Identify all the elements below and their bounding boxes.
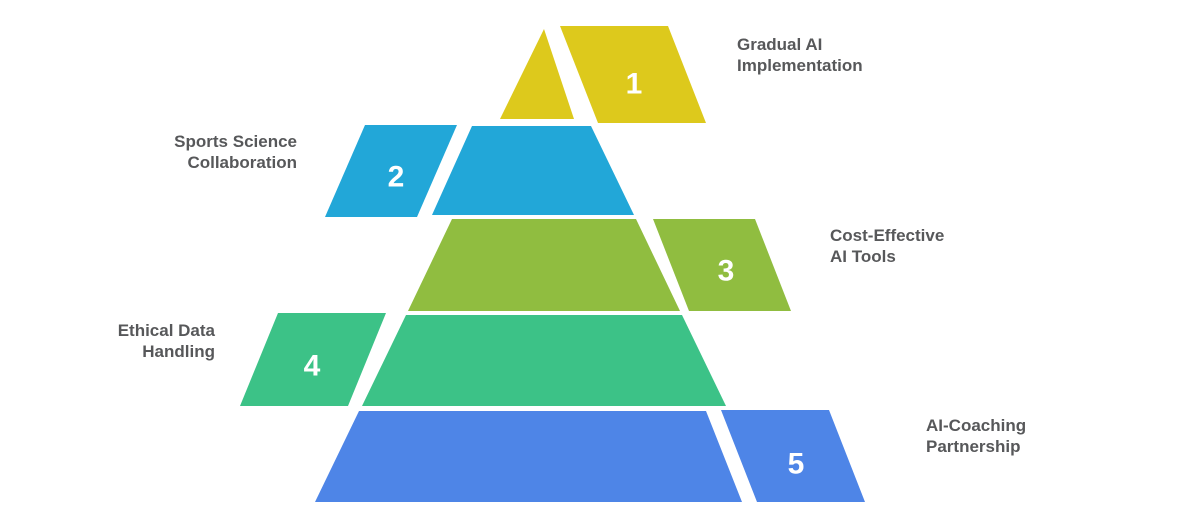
level-3-label-line-2: AI Tools: [830, 247, 896, 266]
level-2-label: Sports Science Collaboration: [117, 131, 297, 173]
level-5-band: [315, 411, 742, 502]
level-4-label: Ethical Data Handling: [35, 320, 215, 362]
level-1-label-line-2: Implementation: [737, 56, 863, 75]
level-3-label: Cost-Effective AI Tools: [830, 225, 944, 267]
level-5-label: AI-Coaching Partnership: [926, 415, 1026, 457]
level-5-tag: [721, 410, 865, 502]
level-4-tag: [240, 313, 386, 406]
level-4-band: [362, 315, 726, 406]
level-1-number: 1: [626, 68, 643, 101]
level-4-label-line-1: Ethical Data: [117, 321, 215, 340]
level-1-label-line-1: Gradual AI: [737, 35, 823, 54]
level-2-label-line-1: Sports Science: [174, 132, 297, 151]
level-1-band: [500, 29, 574, 119]
level-2-band: [432, 126, 634, 215]
level-5-label-line-2: Partnership: [926, 437, 1021, 456]
level-5-number: 5: [788, 448, 805, 481]
level-4-number: 4: [304, 350, 321, 383]
level-2-tag: [325, 125, 457, 217]
level-3-band: [408, 219, 680, 311]
level-4-label-line-2: Handling: [142, 342, 215, 361]
level-2-label-line-2: Collaboration: [187, 153, 297, 172]
level-3-tag: [653, 219, 791, 311]
level-3-number: 3: [718, 255, 735, 288]
level-5-label-line-1: AI-Coaching: [926, 416, 1027, 435]
level-1-tag: [560, 26, 706, 123]
level-1-label: Gradual AI Implementation: [737, 34, 863, 76]
level-3-label-line-1: Cost-Effective: [830, 226, 945, 245]
level-2-number: 2: [388, 161, 405, 194]
